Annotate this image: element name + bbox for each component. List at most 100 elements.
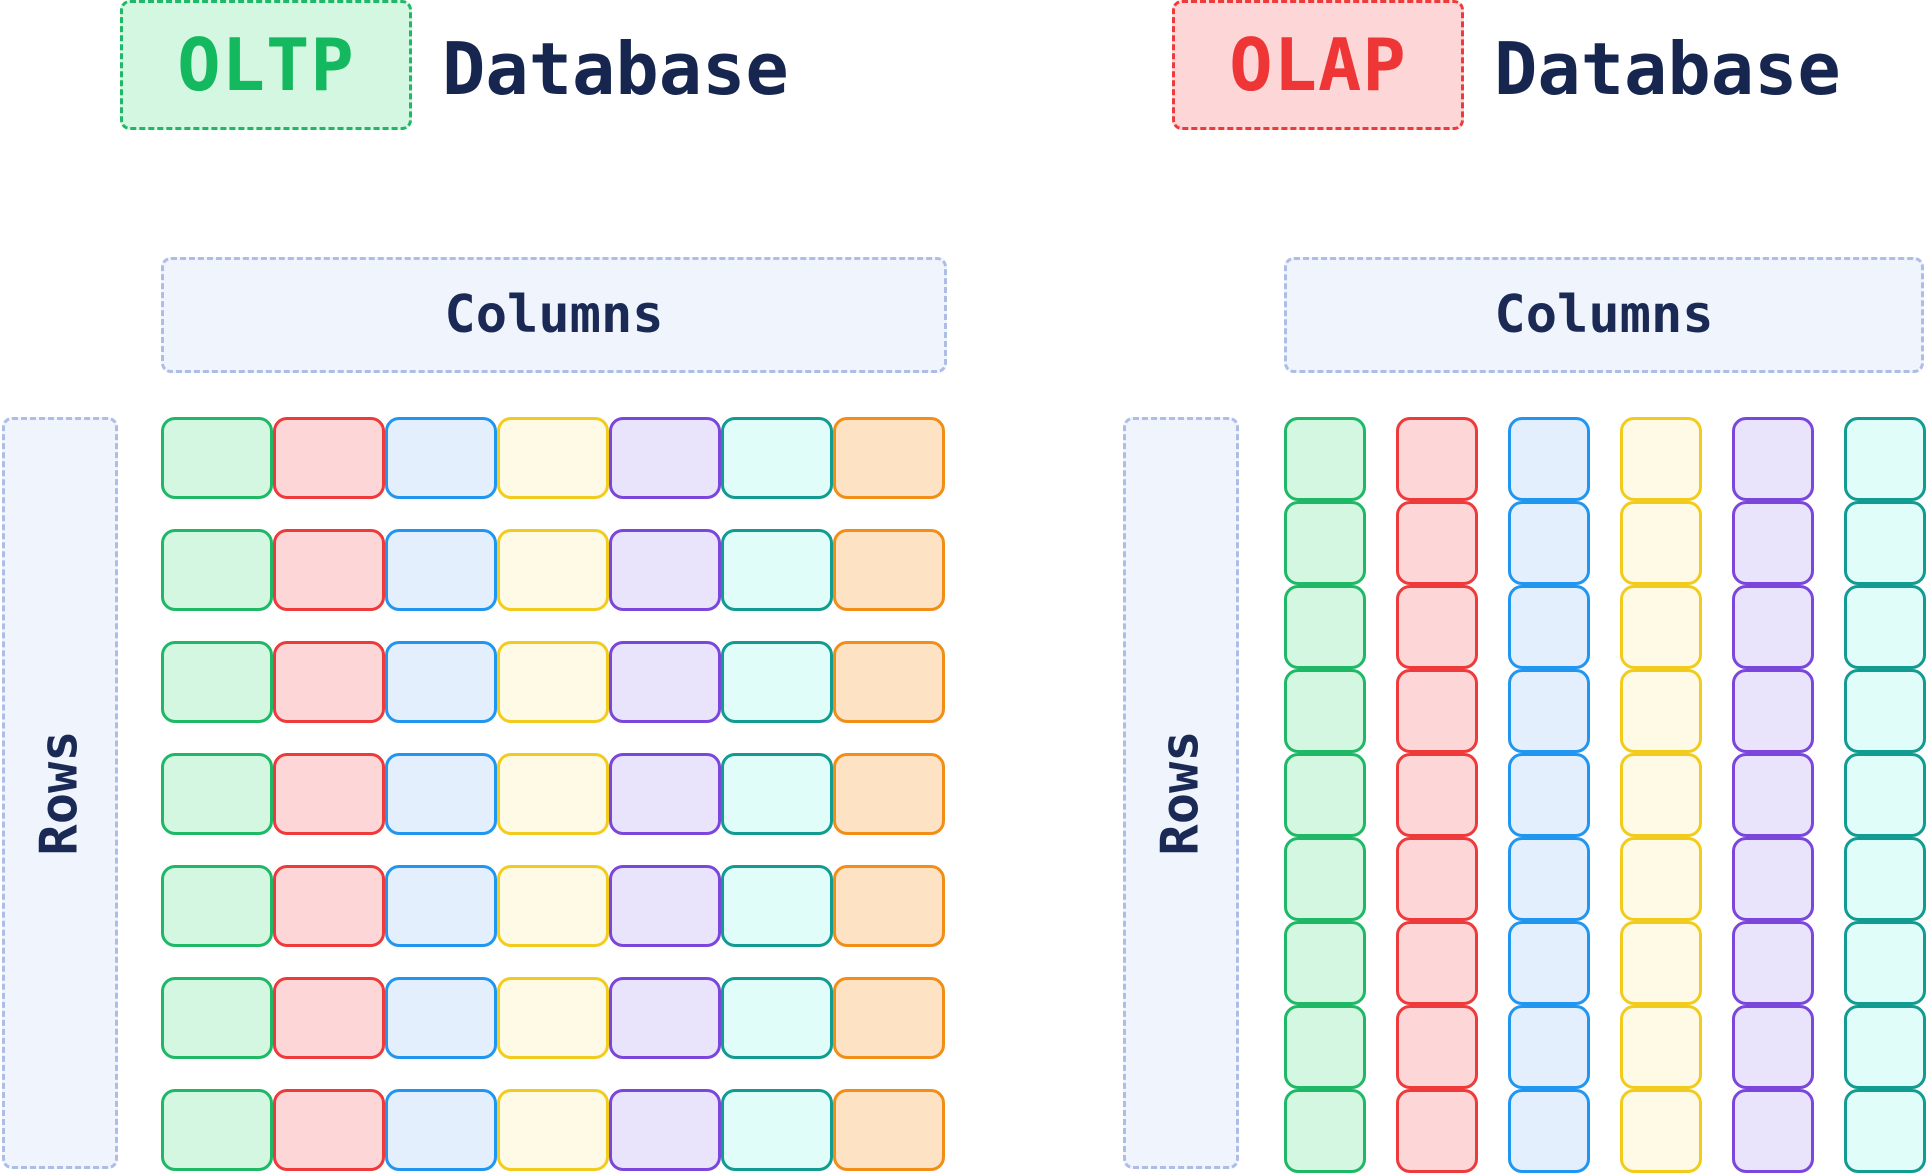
oltp-cell-yellow [497, 529, 609, 611]
olap-title: Database [1494, 27, 1841, 111]
oltp-columns-box: Columns [161, 257, 947, 373]
olap-badge-label: OLAP [1229, 23, 1407, 107]
olap-cell-red [1396, 1005, 1478, 1089]
olap-cell-purple [1732, 585, 1814, 669]
oltp-rows-label: Rows [30, 730, 91, 856]
olap-cell-blue [1508, 669, 1590, 753]
olap-cell-blue [1508, 837, 1590, 921]
olap-cell-red [1396, 501, 1478, 585]
olap-rows-label: Rows [1151, 730, 1212, 856]
oltp-badge-label: OLTP [177, 23, 355, 107]
oltp-cell-blue [385, 529, 497, 611]
oltp-cell-purple [609, 977, 721, 1059]
olap-cell-purple [1732, 669, 1814, 753]
olap-cell-purple [1732, 417, 1814, 501]
olap-cell-green [1284, 417, 1366, 501]
olap-cell-red [1396, 921, 1478, 1005]
olap-badge: OLAP [1172, 0, 1464, 130]
oltp-cell-teal [721, 417, 833, 499]
oltp-cell-red [273, 641, 385, 723]
olap-cell-blue [1508, 417, 1590, 501]
oltp-cell-orange [833, 753, 945, 835]
oltp-cell-teal [721, 1089, 833, 1171]
oltp-cell-yellow [497, 977, 609, 1059]
oltp-cell-purple [609, 529, 721, 611]
olap-cell-blue [1508, 501, 1590, 585]
oltp-cell-green [161, 529, 273, 611]
olap-cell-blue [1508, 1089, 1590, 1173]
oltp-cell-red [273, 417, 385, 499]
olap-cell-red [1396, 1089, 1478, 1173]
oltp-cell-orange [833, 865, 945, 947]
oltp-cell-teal [721, 641, 833, 723]
oltp-cell-blue [385, 753, 497, 835]
olap-cell-yellow [1620, 669, 1702, 753]
olap-cell-purple [1732, 1089, 1814, 1173]
olap-cell-purple [1732, 501, 1814, 585]
oltp-cell-green [161, 417, 273, 499]
olap-cell-teal [1844, 753, 1926, 837]
olap-cell-green [1284, 501, 1366, 585]
olap-cell-red [1396, 417, 1478, 501]
olap-cell-yellow [1620, 1005, 1702, 1089]
oltp-cell-orange [833, 417, 945, 499]
oltp-cell-purple [609, 1089, 721, 1171]
olap-cell-green [1284, 921, 1366, 1005]
olap-cell-green [1284, 1005, 1366, 1089]
oltp-cell-red [273, 753, 385, 835]
olap-cell-teal [1844, 921, 1926, 1005]
olap-cell-purple [1732, 921, 1814, 1005]
oltp-cell-orange [833, 529, 945, 611]
oltp-cell-yellow [497, 1089, 609, 1171]
oltp-cell-purple [609, 417, 721, 499]
oltp-cell-red [273, 977, 385, 1059]
oltp-cell-orange [833, 641, 945, 723]
oltp-cell-blue [385, 977, 497, 1059]
olap-cell-teal [1844, 1089, 1926, 1173]
olap-cell-teal [1844, 585, 1926, 669]
oltp-badge: OLTP [120, 0, 412, 130]
oltp-title: Database [442, 27, 789, 111]
olap-cell-teal [1844, 1005, 1926, 1089]
oltp-cell-yellow [497, 753, 609, 835]
olap-cell-purple [1732, 837, 1814, 921]
olap-columns-label: Columns [1494, 285, 1714, 345]
olap-cell-yellow [1620, 837, 1702, 921]
olap-cell-red [1396, 669, 1478, 753]
olap-cell-blue [1508, 585, 1590, 669]
olap-cell-yellow [1620, 501, 1702, 585]
oltp-cell-red [273, 865, 385, 947]
oltp-cell-blue [385, 417, 497, 499]
oltp-cell-green [161, 753, 273, 835]
olap-cell-green [1284, 1089, 1366, 1173]
oltp-cell-yellow [497, 865, 609, 947]
olap-cell-teal [1844, 837, 1926, 921]
olap-columns-box: Columns [1284, 257, 1924, 373]
oltp-columns-label: Columns [444, 285, 664, 345]
oltp-cell-green [161, 641, 273, 723]
olap-cell-blue [1508, 921, 1590, 1005]
olap-cell-blue [1508, 1005, 1590, 1089]
olap-cell-green [1284, 837, 1366, 921]
oltp-cell-green [161, 865, 273, 947]
olap-cell-blue [1508, 753, 1590, 837]
olap-cell-red [1396, 753, 1478, 837]
oltp-cell-teal [721, 977, 833, 1059]
oltp-cell-purple [609, 641, 721, 723]
olap-cell-teal [1844, 669, 1926, 753]
olap-cell-green [1284, 669, 1366, 753]
oltp-cell-red [273, 1089, 385, 1171]
oltp-cell-green [161, 1089, 273, 1171]
oltp-cell-yellow [497, 417, 609, 499]
oltp-cell-orange [833, 977, 945, 1059]
oltp-cell-purple [609, 865, 721, 947]
oltp-cell-blue [385, 1089, 497, 1171]
olap-cell-purple [1732, 753, 1814, 837]
olap-cell-green [1284, 585, 1366, 669]
oltp-cell-teal [721, 753, 833, 835]
oltp-cell-green [161, 977, 273, 1059]
oltp-cell-yellow [497, 641, 609, 723]
olap-cell-teal [1844, 501, 1926, 585]
olap-cell-purple [1732, 1005, 1814, 1089]
olap-cell-red [1396, 585, 1478, 669]
